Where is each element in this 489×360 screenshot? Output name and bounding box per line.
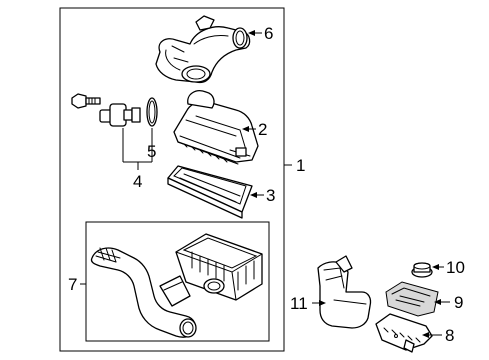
- resonator: [317, 255, 372, 329]
- callout-1: 1: [296, 156, 305, 175]
- o-ring: [146, 97, 158, 127]
- insulator: [385, 281, 439, 317]
- mass-air-flow-sensor: [99, 103, 141, 127]
- callout-2-leader: [242, 126, 256, 132]
- grommet: [411, 262, 433, 278]
- air-filter-element: [167, 165, 253, 219]
- callout-7: 7: [68, 275, 77, 294]
- callout-10: 10: [446, 258, 465, 277]
- callout-6-leader: [248, 30, 262, 36]
- callout-8-leader: [422, 332, 442, 338]
- air-cleaner-cover: [173, 90, 259, 165]
- callout-11-leader: [312, 300, 326, 306]
- callout-5: 5: [147, 142, 156, 161]
- air-intake-duct: [155, 15, 251, 84]
- bracket: [375, 313, 433, 353]
- air-cleaner-lower-box: [175, 233, 263, 301]
- callout-3-leader: [250, 192, 264, 198]
- resonator-inlet-duct: [90, 247, 197, 338]
- assembly-frame: [59, 7, 285, 352]
- callout-2: 2: [258, 120, 267, 139]
- callout-9: 9: [454, 293, 463, 312]
- callout-10-leader: [432, 264, 444, 270]
- callout-4: 4: [133, 172, 142, 191]
- bolt: [71, 93, 101, 109]
- callout-9-leader: [434, 299, 450, 305]
- callout-8: 8: [445, 326, 454, 345]
- callout-3: 3: [266, 186, 275, 205]
- callout-6: 6: [264, 24, 273, 43]
- callout-11: 11: [290, 294, 308, 313]
- lower-box-frame: [85, 221, 270, 342]
